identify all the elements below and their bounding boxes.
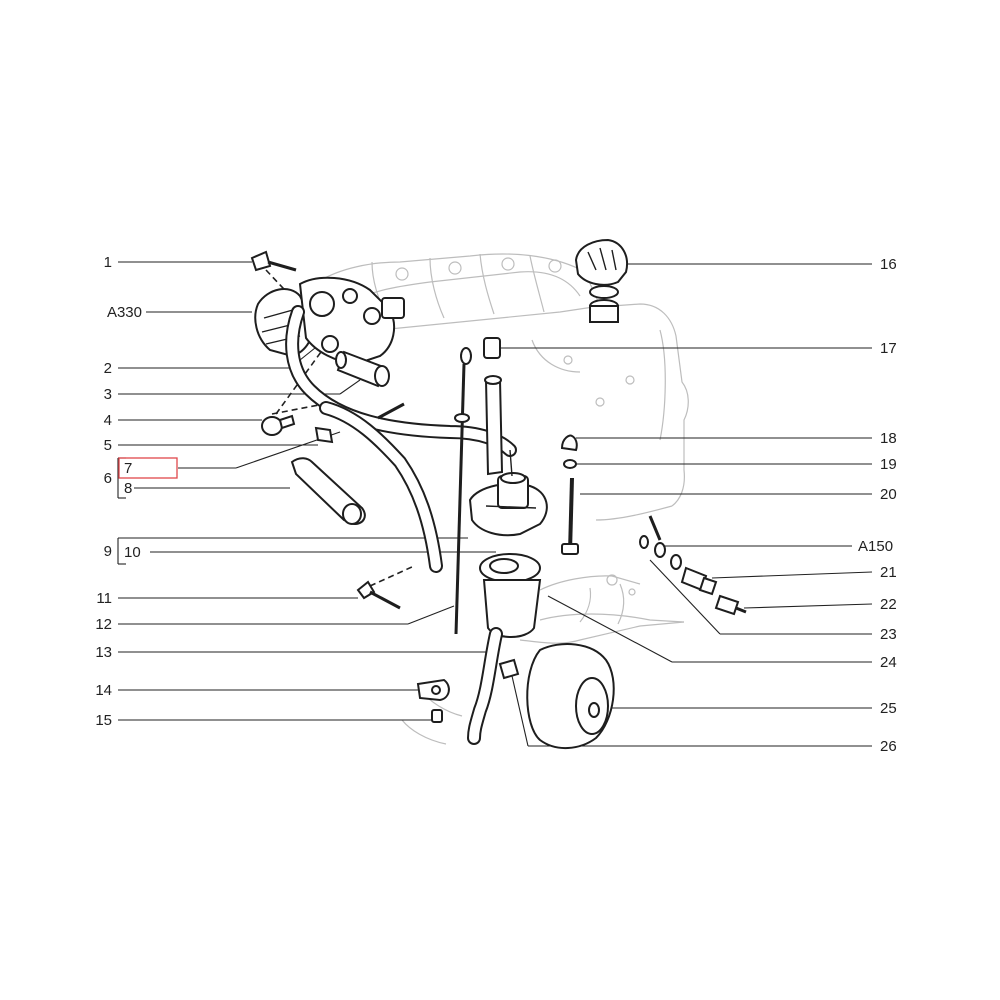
callout-20: 20 bbox=[880, 486, 897, 503]
callout-7-highlight-box bbox=[118, 457, 178, 479]
callout-10: 10 bbox=[124, 544, 141, 561]
callout-9: 9 bbox=[104, 543, 112, 560]
callout-21: 21 bbox=[880, 564, 897, 581]
callout-25: 25 bbox=[880, 700, 897, 717]
part-4-hose-clamp bbox=[261, 414, 296, 436]
part-18-nut bbox=[560, 434, 578, 452]
callout-2: 2 bbox=[104, 360, 112, 377]
callout-24: 24 bbox=[880, 654, 897, 671]
callout-3: 3 bbox=[104, 386, 112, 403]
callout-7: 7 bbox=[124, 460, 132, 477]
callout-labels-right: 16 17 18 19 20 A150 21 22 23 24 25 26 bbox=[858, 256, 897, 755]
callout-13: 13 bbox=[95, 644, 112, 661]
leader-lines bbox=[117, 261, 873, 747]
callout-19: 19 bbox=[880, 456, 897, 473]
callout-26: 26 bbox=[880, 738, 897, 755]
part-8-hose-sleeve bbox=[290, 457, 366, 526]
callout-15: 15 bbox=[95, 712, 112, 729]
part-19-washer bbox=[563, 459, 577, 469]
callout-17: 17 bbox=[880, 340, 897, 357]
callout-22: 22 bbox=[880, 596, 897, 613]
part-16-filler-cap bbox=[574, 238, 628, 323]
callout-a330: A330 bbox=[107, 304, 142, 321]
callout-14: 14 bbox=[95, 682, 112, 699]
callout-11: 11 bbox=[96, 590, 112, 607]
part-21-sender bbox=[680, 566, 718, 596]
part-24-filter-housing bbox=[467, 553, 542, 745]
callout-5: 5 bbox=[104, 437, 112, 454]
part-17-dipstick-tube bbox=[483, 337, 504, 476]
part-1-bleed-screw bbox=[250, 250, 297, 272]
callout-18: 18 bbox=[880, 430, 897, 447]
callout-8: 8 bbox=[124, 480, 132, 497]
callout-labels-left: 1 A330 2 3 4 5 6 7 8 9 10 11 12 13 14 15 bbox=[95, 254, 142, 729]
callout-4: 4 bbox=[104, 412, 112, 429]
part-25-oil-filter bbox=[526, 643, 615, 750]
engine-block-outline bbox=[317, 253, 689, 745]
part-15-bolt bbox=[431, 709, 443, 723]
part-20-stud bbox=[561, 477, 579, 555]
callout-12: 12 bbox=[95, 616, 112, 633]
part-23-washer bbox=[670, 554, 682, 570]
part-11-drain-fitting bbox=[356, 580, 401, 610]
callout-16: 16 bbox=[880, 256, 897, 273]
callout-a150: A150 bbox=[858, 538, 893, 555]
part-9-oil-pump bbox=[468, 449, 548, 537]
callout-6: 6 bbox=[104, 470, 112, 487]
part-3-pipe-union bbox=[335, 350, 390, 388]
part-14-bracket bbox=[416, 678, 450, 702]
callout-1: 1 bbox=[104, 254, 112, 271]
part-a150-sender-group bbox=[639, 515, 666, 558]
part-7-breather-hose bbox=[319, 401, 443, 573]
part-26-fitting bbox=[498, 658, 520, 680]
part-22-switch bbox=[714, 594, 747, 616]
part-12-dipstick bbox=[454, 347, 472, 635]
callout-23: 23 bbox=[880, 626, 897, 643]
part-5-union bbox=[314, 426, 334, 444]
